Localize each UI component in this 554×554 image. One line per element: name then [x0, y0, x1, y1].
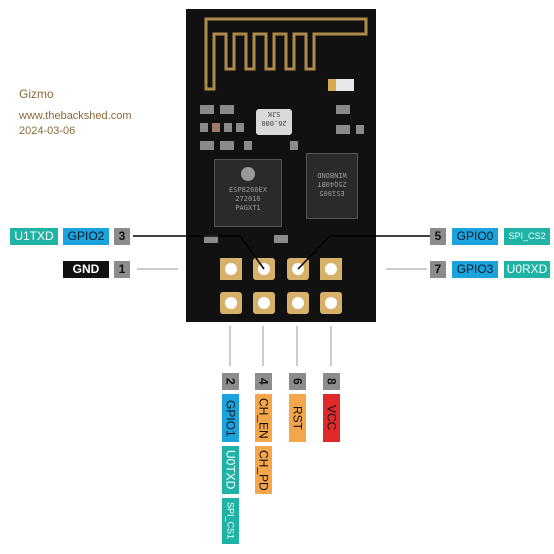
date: 2024-03-06 [19, 125, 76, 137]
pin-8-number: 8 [323, 373, 340, 390]
flash-chip: ES1805 25Q40BT WINBOND [306, 153, 358, 219]
pin-7-number: 7 [430, 261, 446, 278]
smd-resistor [204, 235, 218, 243]
pin-2-alt2-label: SPI_CS1 [222, 498, 239, 544]
pin-3-gpio-label: GPIO2 [63, 228, 109, 245]
smd-cap [356, 125, 364, 134]
website: www.thebackshed.com [19, 110, 132, 122]
antenna-trace [204, 17, 368, 91]
smd-cap [244, 141, 252, 150]
pin-4-en-label: CH_EN [255, 394, 272, 442]
smd-resistor [220, 105, 234, 114]
pin-4-pad [253, 292, 275, 314]
pin-4-pd-label: CH_PD [255, 446, 272, 494]
pin-2-alt-label: U0TXD [222, 446, 239, 494]
pin-5-number: 5 [430, 228, 446, 245]
pin-5-alt-label: SPI_CS2 [504, 228, 550, 245]
pin-4-number: 4 [255, 373, 272, 390]
pin-7-gpio-label: GPIO3 [452, 261, 498, 278]
pin-1-pad [220, 258, 242, 280]
espressif-logo-icon [241, 167, 255, 181]
pin-2-pad [220, 292, 242, 314]
pin-3-number: 3 [114, 228, 130, 245]
pin-7-pad [320, 258, 342, 280]
smd-resistor [336, 125, 350, 134]
smd-cap [224, 123, 232, 132]
soc-line3: PAGXT1 [235, 204, 261, 212]
smd-resistor [336, 105, 350, 114]
pin-6-rst-label: RST [289, 394, 306, 442]
smd-resistor [220, 141, 234, 150]
component-pad [328, 79, 336, 91]
crystal: 26.000 SJK [256, 109, 292, 135]
smd-cap [236, 123, 244, 132]
pin-5-gpio-label: GPIO0 [452, 228, 498, 245]
soc-line2: 272016 [235, 195, 261, 203]
soc-line1: ESP8266EX [229, 186, 267, 194]
pin-2-number: 2 [222, 373, 239, 390]
smd-resistor [200, 141, 214, 150]
pin-1-number: 1 [114, 261, 130, 278]
smd-resistor [274, 235, 288, 243]
pin-3-alt-label: U1TXD [10, 228, 58, 245]
pin-8-vcc-label: VCC [323, 394, 340, 442]
esp8266-chip: ESP8266EX 272016 PAGXT1 [214, 159, 282, 227]
esp01-board: 26.000 SJK ESP8266EX 272016 PAGXT1 ES180… [186, 9, 376, 322]
smd-cap [290, 141, 298, 150]
pin-2-gpio-label: GPIO1 [222, 394, 239, 442]
smd-cap [200, 123, 208, 132]
author-name: Gizmo [19, 87, 54, 101]
pin-6-pad [287, 292, 309, 314]
pin-6-number: 6 [289, 373, 306, 390]
smd-resistor [200, 105, 214, 114]
pin-1-gnd-label: GND [63, 261, 109, 278]
pin-7-alt-label: U0RXD [504, 261, 550, 278]
pin-8-pad [320, 292, 342, 314]
smd-cap [212, 123, 220, 132]
